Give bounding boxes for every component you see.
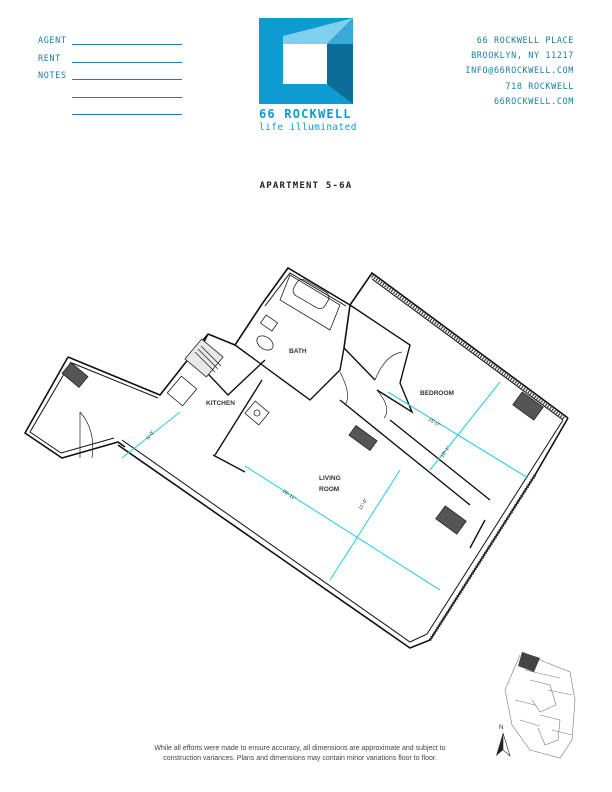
brand-name: 66 ROCKWELL (259, 107, 352, 121)
plan-walls (23, 266, 569, 649)
apartment-title: APARTMENT 5-6A (259, 181, 353, 191)
kitchen-width-dim: 5'-0" (146, 429, 157, 441)
dimension-lines (121, 381, 529, 591)
disclaimer-line-1: While all efforts were made to ensure ac… (154, 745, 446, 752)
city-line: BROOKLYN, NY 11217 (471, 51, 574, 62)
website-line[interactable]: 66ROCKWELL.COM (493, 96, 574, 107)
brand-block: 66 ROCKWELL life illuminated (259, 107, 369, 133)
contact-form: AGENT RENT NOTES (38, 36, 188, 124)
bath-label: BATH (289, 348, 307, 355)
contact-info: 66 ROCKWELL PLACE BROOKLYN, NY 11217 INF… (465, 34, 574, 110)
form-row-agent: AGENT (38, 36, 188, 54)
form-row-notes-extra-2 (38, 106, 188, 124)
window-hatch (371, 274, 566, 641)
living-label-1: LIVING (319, 475, 341, 482)
email-line[interactable]: INFO@66ROCKWELL.COM (465, 66, 574, 77)
north-arrow-icon: N (496, 725, 511, 757)
closet-units (61, 362, 544, 535)
form-row-notes-extra-1 (38, 89, 188, 107)
living-label-2: ROOM (319, 486, 339, 493)
unit-highlight (518, 652, 540, 672)
room-labels: BATH KITCHEN BEDROOM LIVING ROOM (206, 348, 454, 493)
living-width-dim: 11'-0" (358, 497, 370, 511)
notes-line-3 (72, 114, 182, 115)
disclaimer: While all efforts were made to ensure ac… (120, 744, 480, 764)
rent-label: RENT (38, 53, 61, 64)
notes-line (72, 79, 182, 80)
phone-line: 718 ROCKWELL (505, 81, 574, 92)
door-swings (79, 351, 403, 459)
kitchen-fixtures (166, 338, 270, 426)
address-line: 66 ROCKWELL PLACE (476, 36, 574, 46)
form-row-notes: NOTES (38, 71, 188, 89)
disclaimer-line-2: construction variances. Plans and dimens… (163, 755, 437, 762)
bath-fixtures (256, 274, 341, 351)
agent-line (72, 44, 182, 45)
north-label: N (499, 725, 503, 731)
form-row-rent: RENT (38, 54, 188, 72)
notes-line-2 (72, 96, 182, 98)
notes-label: NOTES (38, 71, 67, 81)
brand-tagline: life illuminated (259, 122, 357, 133)
agent-label: AGENT (38, 36, 67, 46)
brand-logo-icon (259, 18, 353, 104)
kitchen-label: KITCHEN (206, 400, 235, 407)
bedroom-label: BEDROOM (420, 390, 454, 397)
rent-line (72, 61, 182, 63)
plan-interior-walls (194, 304, 491, 549)
